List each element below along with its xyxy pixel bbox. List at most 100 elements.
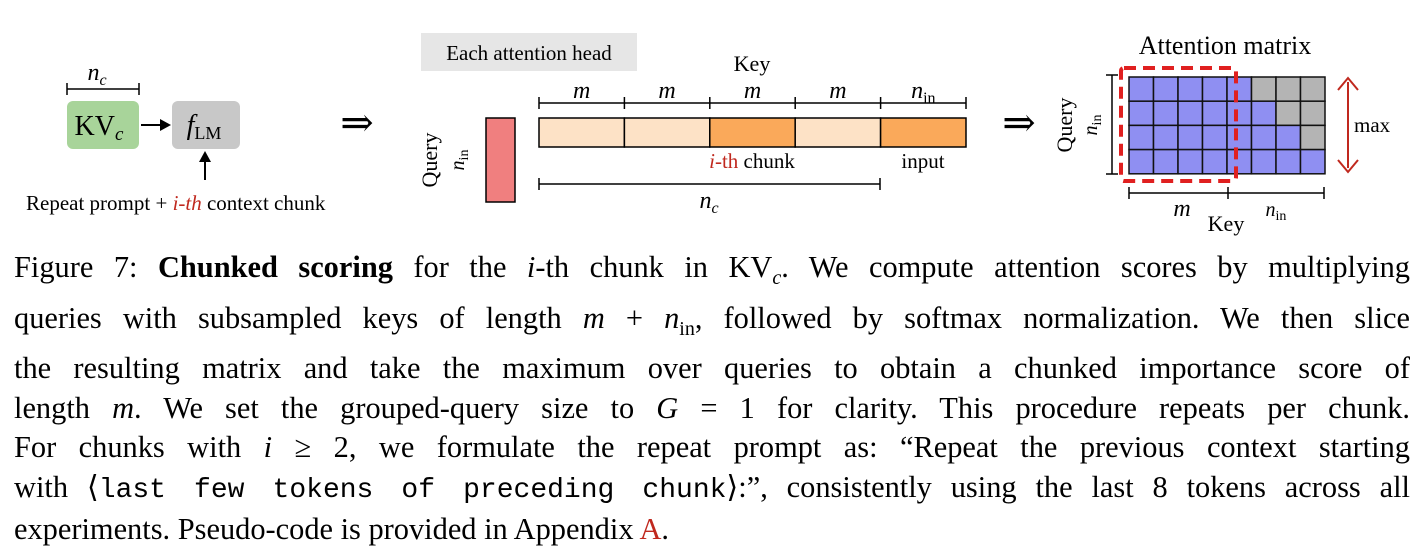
caption-math: m — [582, 300, 605, 335]
key-label-right: Key — [1208, 211, 1245, 236]
caption-text: For chunks with — [14, 430, 264, 465]
caption-line-5: For chunks with i ≥ 2, we formulate the … — [14, 428, 1410, 468]
matrix-cell — [1226, 76, 1253, 102]
caption-text: . We set the grouped-query size to — [134, 390, 657, 425]
caption-line-1: Figure 7: Chunked scoring for the i-th c… — [14, 248, 1410, 299]
matrix-cell — [1275, 148, 1302, 175]
caption-line-4: length m. We set the grouped-query size … — [14, 389, 1410, 429]
caption-text: , we formulate the repeat prompt as: “Re… — [348, 430, 1410, 465]
caption-text: , followed by softmax normalization. We … — [694, 300, 1410, 335]
matrix-cell — [1299, 148, 1326, 175]
caption-line-3: the resulting matrix and take the maximu… — [14, 351, 1410, 386]
key-label-top: Key — [734, 51, 771, 76]
key-segments — [538, 117, 967, 148]
figure-caption: Figure 7: Chunked scoring for the i-th c… — [14, 248, 1410, 550]
matrix-cell — [1128, 76, 1155, 102]
max-arrow-bottom-head — [1337, 159, 1359, 174]
caption-math: i — [526, 250, 536, 284]
matrix-cell — [1299, 100, 1326, 127]
matrix-cell — [1250, 124, 1277, 151]
ith-chunk-label: i-th chunk — [709, 149, 795, 173]
matrix-cell — [1250, 100, 1277, 127]
query-bar — [485, 117, 516, 203]
right-panel: Attention matrix Query nin max m Key nin — [1052, 31, 1391, 236]
caption-math: m — [112, 390, 135, 425]
repeat-prompt-label: Repeat prompt + i-th context chunk — [26, 191, 326, 215]
implies-arrow-1: ⇒ — [340, 100, 374, 145]
caption-text: with ⟨ — [14, 469, 99, 504]
matrix-cell — [1201, 76, 1228, 102]
key-segment-5 — [879, 117, 967, 148]
caption-text: . — [661, 512, 670, 547]
caption-math: i — [263, 430, 273, 465]
segment-label-2: m — [658, 78, 675, 104]
kv-cache-box — [67, 101, 139, 149]
matrix-cell — [1226, 100, 1253, 127]
key-segment-1 — [538, 117, 626, 148]
flm-box — [172, 101, 240, 149]
matrix-cell — [1128, 124, 1155, 151]
caption-text: ≥ 2 — [272, 430, 349, 465]
nc-bottom-label: nc — [699, 188, 718, 217]
segment-label-4: m — [829, 78, 846, 104]
matrix-cell — [1275, 76, 1302, 102]
matrix-cell — [1152, 76, 1179, 102]
caption-text: ⟩:”, consistently using the last 8 token… — [726, 469, 1411, 504]
caption-math: in — [679, 317, 695, 340]
query-label-middle: Query — [417, 133, 442, 188]
caption-text: length — [14, 390, 113, 425]
matrix-cell — [1177, 100, 1204, 127]
matrix-cell — [1201, 124, 1228, 151]
chunked-scoring-figure: nc KVc fLM Repeat prompt + i-th context … — [26, 31, 1391, 236]
caption-text: for clarity. This procedure repeats per … — [754, 390, 1411, 425]
appendix-link[interactable]: A — [639, 512, 662, 547]
implies-arrow-2: ⇒ — [1002, 100, 1036, 145]
segment-bracket-ticks — [538, 97, 967, 109]
caption-line-2: queries with subsampled keys of length m… — [14, 299, 1410, 350]
matrix-cell — [1299, 76, 1326, 102]
max-arrow-top-head — [1337, 76, 1359, 91]
segment-label-1: m — [573, 78, 590, 104]
caption-text: -th chunk in KV — [535, 250, 773, 284]
segment-labels: m m m m nin — [573, 78, 935, 107]
left-panel: nc KVc fLM Repeat prompt + i-th context … — [26, 60, 326, 215]
kv-cache-label: KVc — [75, 111, 124, 145]
attention-matrix-grid — [1128, 76, 1326, 175]
attention-head-badge: Each attention head — [446, 41, 612, 65]
caption-text: = 1 — [678, 390, 755, 425]
caption-math: c — [772, 267, 782, 290]
matrix-cell — [1250, 76, 1277, 102]
segment-label-5: nin — [911, 78, 935, 107]
kv-to-flm-arrowhead — [160, 119, 171, 131]
caption-code: last few tokens of preceding chunk — [98, 474, 727, 506]
matrix-cell — [1152, 100, 1179, 127]
caption-line-6: with ⟨last few tokens of preceding chunk… — [14, 468, 1410, 511]
caption-bold-title: Chunked scoring — [157, 250, 393, 284]
nin-label-middle: nin — [447, 150, 472, 171]
nc-label: nc — [87, 60, 106, 89]
caption-math: n — [664, 300, 680, 335]
nin-label-right: nin — [1080, 115, 1105, 136]
key-segment-4 — [794, 117, 882, 148]
matrix-cell — [1177, 148, 1204, 175]
matrix-cell — [1275, 100, 1302, 127]
matrix-cell — [1226, 124, 1253, 151]
matrix-cell — [1275, 124, 1302, 151]
segment-label-3: m — [744, 78, 761, 104]
matrix-cell — [1152, 148, 1179, 175]
flm-label: fLM — [187, 110, 222, 143]
matrix-cell — [1152, 124, 1179, 151]
caption-text: . We compute attention scores by multipl… — [781, 250, 1411, 284]
max-label: max — [1354, 113, 1391, 137]
key-segment-3 — [709, 117, 796, 148]
middle-panel: Each attention head Key m m m m nin Query ni… — [417, 33, 967, 217]
query-label-right: Query — [1052, 98, 1077, 153]
attention-matrix-title: Attention matrix — [1139, 31, 1312, 60]
prompt-up-arrowhead — [199, 151, 211, 162]
caption-text: + — [604, 300, 665, 335]
matrix-cell — [1201, 100, 1228, 127]
matrix-cell — [1128, 148, 1155, 175]
caption-text: queries with subsampled keys of length — [14, 300, 583, 335]
matrix-cell — [1201, 148, 1228, 175]
matrix-cell — [1177, 76, 1204, 102]
